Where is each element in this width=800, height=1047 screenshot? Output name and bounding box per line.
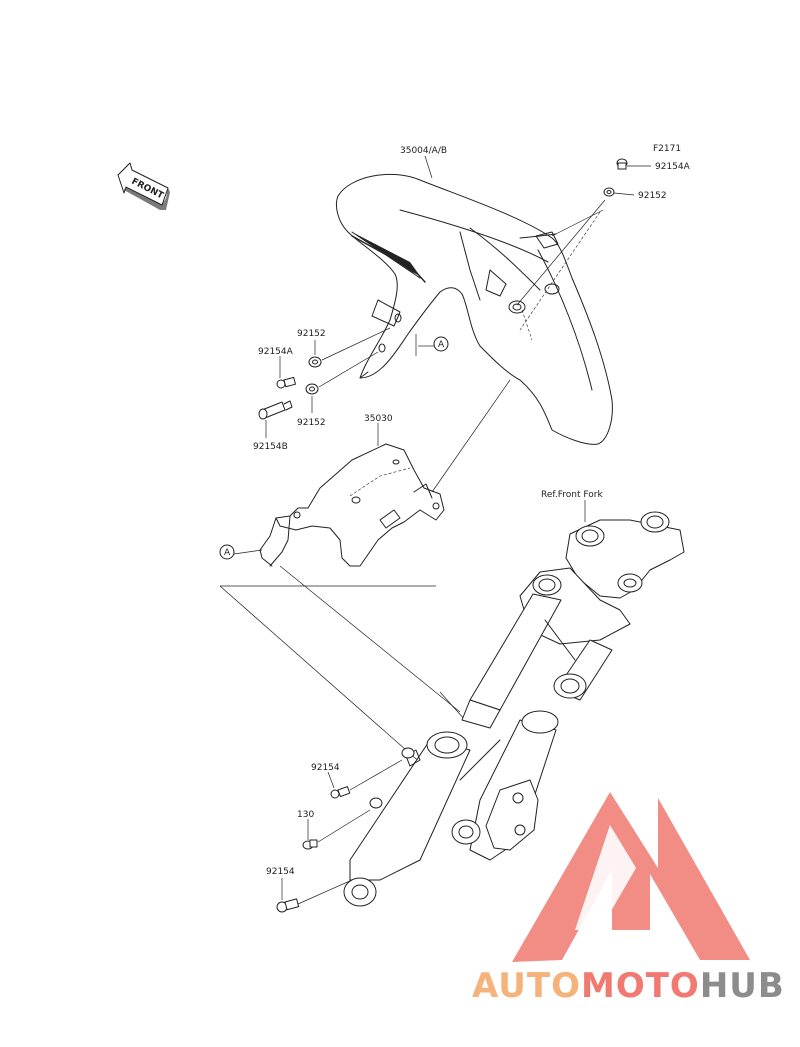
label-bolt-top: 92154A bbox=[655, 162, 691, 172]
label-washer-left-top: 92152 bbox=[297, 329, 326, 339]
front-arrow-icon: FRONT bbox=[117, 162, 170, 210]
svg-text:A: A bbox=[438, 340, 445, 350]
label-washer-top: 92152 bbox=[638, 191, 667, 201]
label-bolt-left: 92154A bbox=[258, 347, 294, 357]
diagram-code: F2171 bbox=[653, 144, 681, 154]
label-fender: 35004/A/B bbox=[400, 146, 447, 156]
washer-92152-left-top bbox=[308, 356, 322, 368]
bolt-92154-lower bbox=[276, 898, 300, 913]
watermark-logo bbox=[512, 792, 750, 962]
watermark-auto: AUTO bbox=[472, 966, 581, 1006]
label-bracket: 35030 bbox=[364, 414, 393, 424]
callout-a-upper: A bbox=[433, 336, 449, 352]
bolt-92154a-left bbox=[276, 376, 296, 389]
watermark-triangle bbox=[512, 792, 750, 962]
bolt-92154-upper bbox=[330, 786, 351, 799]
watermark-moto: MOTO bbox=[581, 966, 700, 1006]
clamp-130 bbox=[302, 839, 318, 850]
label-bolt-fork-lower: 92154 bbox=[266, 867, 295, 877]
front-fork bbox=[343, 511, 685, 907]
svg-text:A: A bbox=[224, 548, 231, 558]
watermark-text: AUTOMOTOHUB bbox=[472, 966, 785, 1006]
label-bolt-fork-upper: 92154 bbox=[311, 763, 340, 773]
watermark-hub: HUB bbox=[700, 966, 785, 1006]
label-washer-left-bottom: 92152 bbox=[297, 418, 326, 428]
label-ref-fork: Ref.Front Fork bbox=[541, 490, 603, 500]
callout-a-lower: A bbox=[219, 544, 235, 560]
washer-92152-left-bottom bbox=[305, 383, 319, 395]
front-fender bbox=[335, 173, 613, 445]
fender-bracket bbox=[259, 443, 445, 567]
label-clamp-130: 130 bbox=[297, 810, 314, 820]
label-stud-left: 92154B bbox=[253, 442, 288, 452]
stud-92154b bbox=[258, 400, 293, 420]
bolt-92154a-top bbox=[603, 158, 628, 197]
